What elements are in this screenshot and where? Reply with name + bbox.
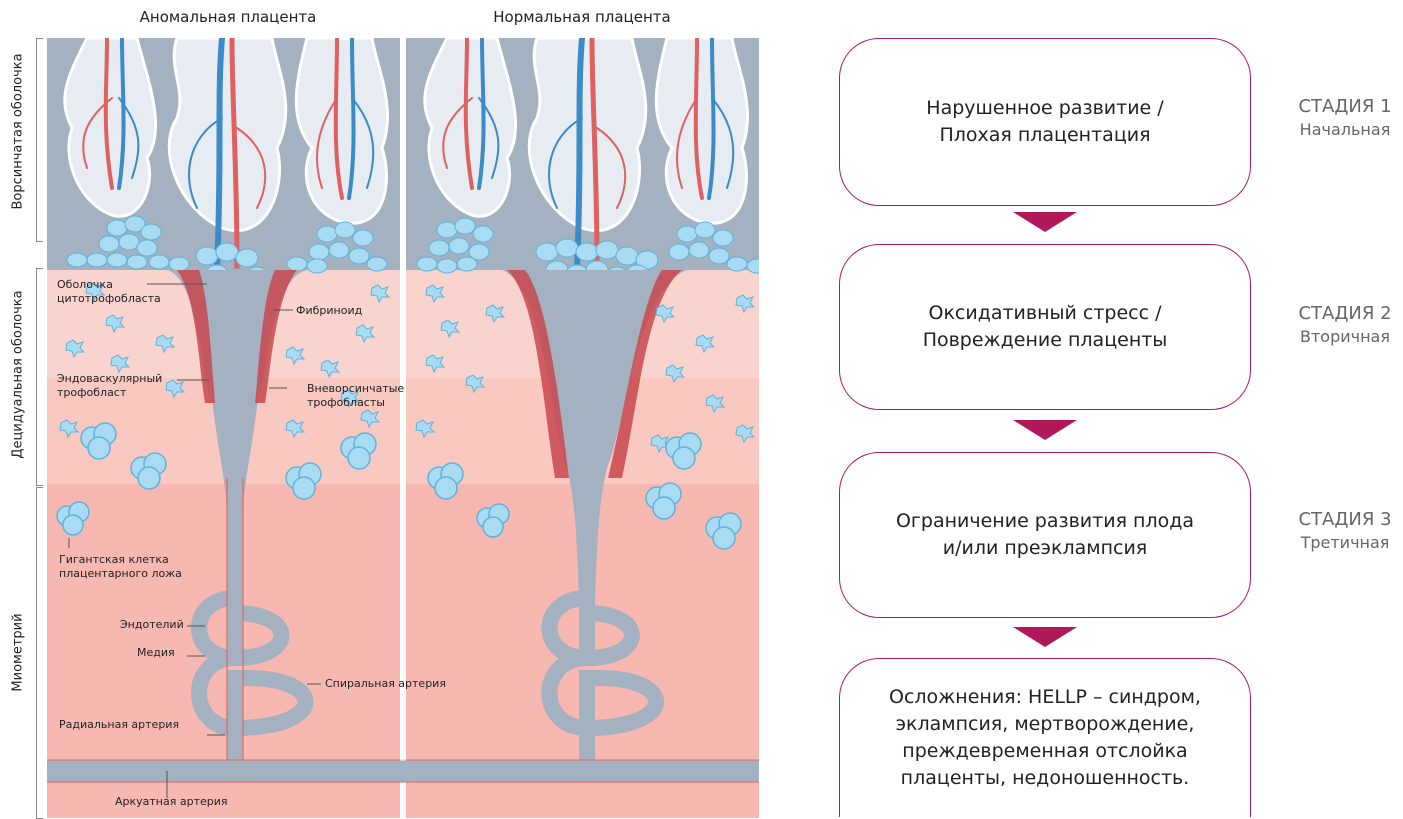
stage-3-sub: Третичная [1290,532,1400,554]
complications-line1: Осложнения: HELLP – синдром, [889,684,1201,711]
stage-3-line2: и/или преэклампсия [896,535,1194,562]
complications-line3: преждевременная отслойка [889,738,1201,765]
stage-3-line1: Ограничение развития плода [896,508,1194,535]
extravillous-line2: трофобласты [307,396,404,410]
stage-2-tag: СТАДИЯ 2 Вторичная [1290,302,1400,348]
stage-2-box: Оксидативный стресс / Повреждение плацен… [839,244,1251,410]
cytotrophoblast-shell-label: Оболочка цитотрофобласта [57,278,161,306]
stage-1-box: Нарушенное развитие / Плохая плацентация [839,38,1251,206]
giant-cell-line2: плацентарного ложа [59,567,182,581]
stage-1-line1: Нарушенное развитие / [926,95,1163,122]
endovascular-line1: Эндоваскулярный [57,372,162,386]
chorion-bracket [36,38,43,242]
stage-2-line1: Оксидативный стресс / [923,300,1168,327]
stage-2-number: СТАДИЯ 2 [1290,302,1400,326]
villi-normal [425,38,748,231]
stage-3-box: Ограничение развития плода и/или преэкла… [839,452,1251,618]
stage-1-line2: Плохая плацентация [926,122,1163,149]
cytotrophoblast-shell-line1: Оболочка [57,278,161,292]
stage-3-number: СТАДИЯ 3 [1290,508,1400,532]
stage-3-tag: СТАДИЯ 3 Третичная [1290,508,1400,554]
decidua-bracket [36,268,43,486]
stage-1-sub: Начальная [1290,119,1400,141]
endovascular-line2: трофобласт [57,386,162,400]
extravillous-trophoblasts-label: Вневорсинчатые трофобласты [307,382,404,410]
decidua-layer-label: Децидуальная оболочка [11,290,26,460]
complications-line4: плаценты, недоношенность. [889,765,1201,792]
extravillous-line1: Вневорсинчатые [307,382,404,396]
arcuate-artery-label: Аркуатная артерия [115,795,228,809]
giant-cell-label: Гигантская клетка плацентарного ложа [59,553,182,581]
arcuate-artery [47,760,759,782]
stage-2-line2: Повреждение плаценты [923,327,1168,354]
endothelium-label: Эндотелий [120,618,184,632]
complications-line2: эклампсия, мертворождение, [889,711,1201,738]
endovascular-trophoblast-label: Эндоваскулярный трофобласт [57,372,162,400]
villi-abnormal [65,38,388,231]
radial-artery-label: Радиальная артерия [59,718,179,732]
fibrinoid-label: Фибриноид [296,304,362,318]
stage-2-sub: Вторичная [1290,326,1400,348]
stage-1-tag: СТАДИЯ 1 Начальная [1290,95,1400,141]
chorion-layer-label: Ворсинчатая оболочка [11,60,26,210]
myometrium-bracket [36,487,43,819]
arrow-down-3 [1013,627,1077,647]
giant-cell-line1: Гигантская клетка [59,553,182,567]
arrow-down-2 [1013,420,1077,440]
stage-1-number: СТАДИЯ 1 [1290,95,1400,119]
complications-box: Осложнения: HELLP – синдром, эклампсия, … [839,658,1251,817]
placenta-illustration [47,38,759,818]
cytotrophoblast-shell-line2: цитотрофобласта [57,292,161,306]
myometrium-layer-label: Миометрий [11,598,26,708]
abnormal-placenta-title: Аномальная плацента [78,8,378,26]
normal-placenta-title: Нормальная плацента [432,8,732,26]
arrow-down-1 [1013,212,1077,232]
center-divider [400,38,406,818]
spiral-artery-label: Спиральная артерия [325,677,446,691]
media-label: Медия [137,646,175,660]
